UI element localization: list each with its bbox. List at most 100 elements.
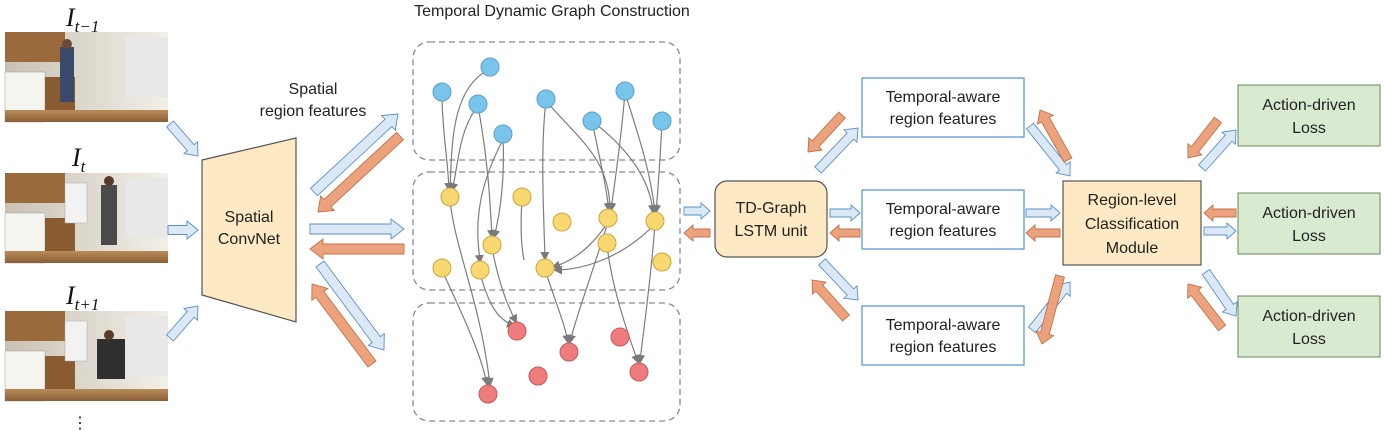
- arrow-frame-prev: [165, 120, 199, 157]
- graph-node: [507, 321, 527, 341]
- frame-ellipsis: ⋮: [72, 415, 88, 431]
- spatial-region-features-label-1: Spatial: [289, 81, 338, 98]
- arrow-graph-next-to-convnet: [311, 283, 377, 368]
- graph-node: [610, 327, 630, 347]
- arrow-temporal-middle-to-tdgraph: [829, 223, 861, 243]
- arrow-module-to-temporal-top: [1036, 109, 1073, 163]
- classification-module-line3: Module: [1106, 240, 1159, 257]
- graph-nodes-yellow: [432, 187, 672, 280]
- temporal-aware-top-line1: Temporal-aware: [886, 89, 1001, 106]
- graph-node: [552, 212, 572, 232]
- frame-to-convnet-arrows: [165, 120, 199, 342]
- graph-node: [432, 258, 452, 278]
- graph-node: [528, 366, 548, 386]
- diagram-title: Temporal Dynamic Graph Construction: [414, 3, 690, 20]
- arrow-tdgraph-to-temporal-middle: [829, 203, 861, 223]
- arrow-graph-curr-to-convnet: [309, 238, 405, 260]
- spatial-convnet-block: [201, 137, 297, 323]
- graph-panel-next: [412, 302, 681, 422]
- frame-curr-label: It: [71, 143, 87, 176]
- arrow-convnet-to-graph-curr: [309, 218, 405, 240]
- loss-box-middle: [1237, 192, 1381, 255]
- feature-module-arrows: [807, 109, 1073, 345]
- arrow-loss-middle-to-module: [1203, 203, 1237, 223]
- td-graph-label-2: LSTM unit: [735, 223, 808, 240]
- arrow-module-to-temporal-middle: [1025, 223, 1061, 243]
- graph-node: [470, 260, 490, 280]
- loss-bottom-line2: Loss: [1292, 331, 1326, 348]
- loss-top-line2: Loss: [1292, 120, 1326, 137]
- graph-node: [480, 57, 500, 77]
- temporal-aware-middle-line1: Temporal-aware: [886, 201, 1001, 218]
- arrow-loss-top-to-module: [1187, 116, 1223, 159]
- arrow-loss-bottom-to-module: [1187, 283, 1227, 332]
- graph-node: [652, 111, 672, 131]
- graph-node: [512, 187, 532, 207]
- frame-next: [4, 311, 168, 402]
- td-graph-lstm-block: [714, 180, 828, 258]
- arrow-graph-to-tdgraph: [683, 201, 711, 221]
- arrow-module-to-loss-top: [1197, 129, 1237, 172]
- temporal-aware-bottom-line1: Temporal-aware: [886, 317, 1001, 334]
- graph-node: [440, 187, 460, 207]
- arrow-convnet-to-graph-next: [315, 260, 385, 351]
- temporal-aware-box-middle: [861, 189, 1025, 250]
- convnet-graph-arrows: [309, 113, 405, 368]
- td-graph-label-1: TD-Graph: [735, 200, 806, 217]
- temporal-aware-box-bottom: [861, 305, 1025, 366]
- frame-curr: [4, 173, 168, 264]
- arrow-frame-next: [165, 305, 199, 342]
- arrow-graph-prev-to-convnet: [317, 131, 405, 213]
- arrow-module-to-temporal-bottom: [1035, 274, 1065, 345]
- arrow-tdgraph-to-graph: [683, 223, 711, 243]
- graph-node: [536, 89, 556, 109]
- classification-module-block: [1062, 180, 1202, 266]
- arrow-convnet-to-graph-prev: [309, 113, 399, 197]
- graph-node: [598, 208, 618, 228]
- arrow-temporal-top-to-module: [1025, 122, 1071, 177]
- arrow-module-to-loss-bottom: [1201, 268, 1238, 317]
- spatial-convnet-label-2: ConvNet: [218, 231, 281, 248]
- temporal-aware-top-line2: region features: [890, 111, 997, 128]
- arrow-tdgraph-to-temporal-top: [814, 127, 859, 174]
- loss-bottom-line1: Action-driven: [1262, 308, 1355, 325]
- arrow-frame-curr: [167, 220, 199, 240]
- graph-node: [615, 81, 635, 101]
- graph-tdgraph-arrows: [683, 201, 711, 243]
- spatial-convnet-label-1: Spatial: [225, 209, 274, 226]
- spatial-region-features-label-2: region features: [260, 103, 367, 120]
- arrow-module-to-loss-middle: [1203, 221, 1237, 241]
- frame-next-label: It+1: [65, 281, 99, 314]
- frame-prev: [4, 32, 168, 123]
- graph-node: [468, 94, 488, 114]
- arrow-temporal-top-to-tdgraph: [807, 111, 846, 153]
- classification-module-line2: Classification: [1085, 216, 1179, 233]
- graph-node: [432, 82, 452, 102]
- loss-middle-line2: Loss: [1292, 228, 1326, 245]
- loss-box-bottom: [1237, 295, 1381, 358]
- graph-nodes-blue: [432, 57, 672, 144]
- graph-nodes-red: [478, 321, 649, 404]
- graph-node: [559, 342, 579, 362]
- loss-middle-line1: Action-driven: [1262, 205, 1355, 222]
- loss-box-top: [1237, 84, 1381, 147]
- graph-edges: [441, 69, 663, 387]
- graph-node: [493, 124, 513, 144]
- graph-node: [582, 111, 602, 131]
- arrow-tdgraph-to-temporal-bottom: [818, 258, 859, 301]
- arrow-temporal-middle-to-module: [1025, 203, 1061, 223]
- graph-node: [478, 384, 498, 404]
- graph-node: [535, 258, 555, 278]
- loss-top-line1: Action-driven: [1262, 97, 1355, 114]
- graph-node: [482, 235, 502, 255]
- graph-panel-prev: [412, 41, 681, 161]
- temporal-aware-bottom-line2: region features: [890, 339, 997, 356]
- graph-node: [645, 211, 665, 231]
- graph-node: [652, 252, 672, 272]
- graph-panel-curr: [412, 171, 681, 291]
- graph-node: [629, 362, 649, 382]
- frame-prev-label: It−1: [65, 3, 99, 36]
- temporal-aware-middle-line2: region features: [890, 223, 997, 240]
- classification-module-line1: Region-level: [1088, 192, 1177, 209]
